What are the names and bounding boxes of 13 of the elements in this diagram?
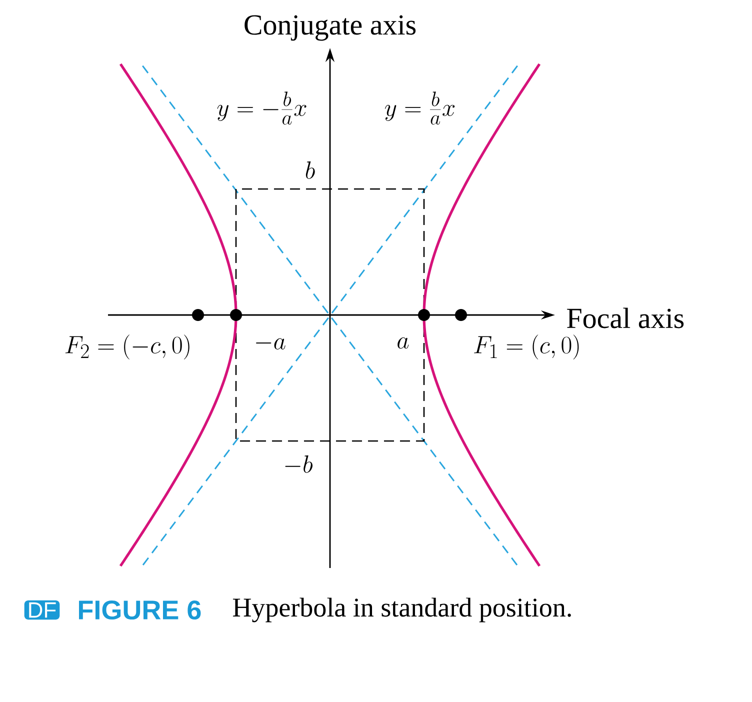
tick-label: $b$ (304, 160, 316, 180)
figure-number: FIGURE 6 (79, 600, 201, 620)
axis-label: Conjugate axis (244, 15, 416, 41)
asymptote-label: $y = \frac{b}{a}x$ (383, 90, 457, 126)
figure-badge: DF (24, 600, 60, 620)
tick-label: $a$ (396, 336, 410, 350)
focus-label: $F_1 = (c, 0)$ (472, 334, 582, 360)
axis-label: Focal axis (567, 308, 684, 328)
caption: Hyperbola in standard position. (233, 598, 571, 622)
tick-label: $-a$ (252, 334, 288, 352)
tick-label: $-b$ (282, 454, 314, 476)
asymptote-label: $y = -\frac{b}{a}x$ (216, 90, 308, 126)
focus-label: $F_2 = (-c, 0)$ (63, 334, 193, 360)
